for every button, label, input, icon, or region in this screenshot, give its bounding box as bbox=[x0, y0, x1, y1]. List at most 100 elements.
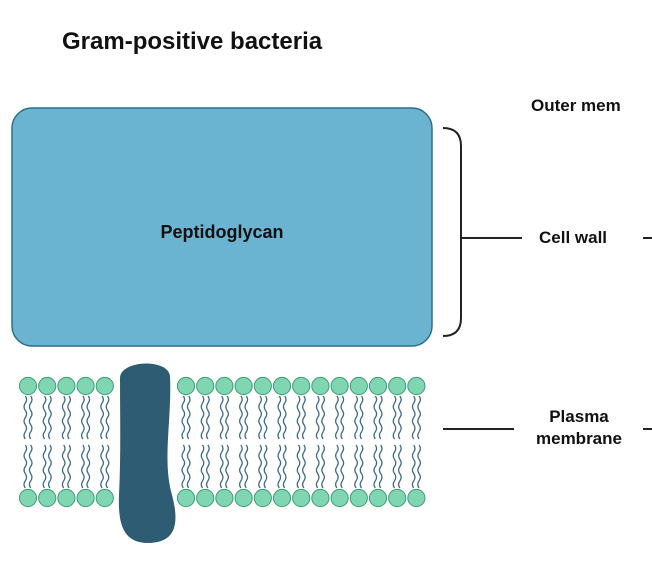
lipid-head bbox=[349, 488, 368, 508]
lipid-tail bbox=[67, 444, 72, 489]
lipid-head bbox=[330, 488, 349, 508]
lipid-head bbox=[95, 488, 114, 508]
lipid-tail bbox=[258, 444, 263, 489]
lipid-tail bbox=[359, 444, 364, 489]
lipid-tail bbox=[340, 395, 345, 440]
lipid-head bbox=[57, 488, 76, 508]
lipid-head bbox=[388, 376, 407, 396]
lipid-head bbox=[253, 488, 272, 508]
lipid-head bbox=[18, 376, 38, 396]
lipid-tail bbox=[238, 444, 243, 489]
lipid-tail bbox=[86, 444, 91, 489]
lipid-tail bbox=[354, 395, 359, 440]
lipid-head bbox=[368, 376, 388, 396]
lipid-tail bbox=[205, 395, 210, 440]
lipid-tail bbox=[238, 395, 243, 440]
lipid-tail bbox=[100, 395, 105, 440]
lipid-tail bbox=[334, 444, 339, 489]
cell-wall-bracket bbox=[442, 127, 462, 337]
lipid-tail bbox=[61, 444, 66, 489]
lipid-tail bbox=[225, 444, 230, 489]
lipid-head bbox=[196, 488, 215, 508]
lipid-tail bbox=[28, 444, 33, 489]
lipid-tail bbox=[244, 395, 249, 440]
lipid-tail bbox=[47, 395, 52, 440]
lipid-tail bbox=[263, 395, 268, 440]
diagram-title: Gram-positive bacteria bbox=[62, 28, 323, 55]
plasma-membrane-label-line1: Plasma bbox=[549, 407, 609, 426]
lipid-tail bbox=[373, 395, 378, 440]
lipid-tail bbox=[47, 444, 52, 489]
lipid-head bbox=[234, 488, 253, 508]
lipid-tail bbox=[378, 395, 383, 440]
lipid-tail bbox=[417, 444, 422, 489]
lipid-tail bbox=[359, 395, 364, 440]
lipid-tail bbox=[105, 395, 110, 440]
lipid-tail bbox=[392, 444, 397, 489]
lipid-tail bbox=[244, 444, 249, 489]
lipid-tail bbox=[315, 395, 320, 440]
lipid-head bbox=[292, 488, 311, 508]
lipid-tail bbox=[334, 395, 339, 440]
lipid-tail bbox=[340, 444, 345, 489]
lipid-tail bbox=[100, 444, 105, 489]
lipid-head bbox=[292, 376, 311, 396]
lipid-head bbox=[407, 488, 426, 508]
lipid-tail bbox=[200, 395, 205, 440]
lipid-tail bbox=[411, 444, 416, 489]
lipid-tail bbox=[42, 444, 47, 489]
lipid-head bbox=[76, 488, 95, 508]
lipid-head bbox=[311, 488, 330, 508]
lipid-tail bbox=[296, 444, 301, 489]
lipid-tail bbox=[301, 395, 306, 440]
lipid-head bbox=[176, 488, 196, 508]
lipid-tail bbox=[411, 395, 416, 440]
lipid-tail bbox=[80, 444, 85, 489]
peptidoglycan-label: Peptidoglycan bbox=[160, 222, 284, 242]
lipid-tail bbox=[321, 444, 326, 489]
membrane-protein bbox=[118, 363, 176, 543]
lipid-tail bbox=[392, 395, 397, 440]
lipid-tail bbox=[23, 395, 28, 440]
lipid-head bbox=[253, 376, 272, 396]
lipid-tail bbox=[397, 395, 402, 440]
lipid-tail bbox=[23, 444, 28, 489]
lipid-head bbox=[196, 376, 215, 396]
lipid-head bbox=[368, 488, 388, 508]
peptidoglycan-layer bbox=[11, 107, 433, 347]
lipid-head bbox=[76, 376, 95, 396]
lipid-tail bbox=[219, 395, 224, 440]
lipid-tail bbox=[296, 395, 301, 440]
lipid-head bbox=[388, 488, 407, 508]
lipid-tail bbox=[42, 395, 47, 440]
lipid-head bbox=[272, 376, 292, 396]
lipid-tail bbox=[263, 444, 268, 489]
lipid-tail bbox=[315, 444, 320, 489]
lipid-head bbox=[176, 376, 196, 396]
lipid-tail bbox=[301, 444, 306, 489]
lipid-head bbox=[215, 376, 234, 396]
lipid-tail bbox=[378, 444, 383, 489]
lipid-tail bbox=[105, 444, 110, 489]
lipid-tail bbox=[282, 395, 287, 440]
lipid-head bbox=[311, 376, 330, 396]
lipid-tail bbox=[219, 444, 224, 489]
lipid-head bbox=[215, 488, 234, 508]
lipid-tail bbox=[186, 444, 191, 489]
lipid-tail bbox=[67, 395, 72, 440]
lipid-tail bbox=[277, 395, 282, 440]
lipid-head bbox=[349, 376, 368, 396]
lipid-tail bbox=[186, 395, 191, 440]
lipid-tail bbox=[181, 395, 186, 440]
lipid-tail bbox=[225, 395, 230, 440]
lipid-head bbox=[234, 376, 253, 396]
cell-wall-label: Cell wall bbox=[539, 228, 608, 247]
outer-membrane-label: Outer mem bbox=[531, 96, 621, 115]
lipid-tail bbox=[258, 395, 263, 440]
lipid-head bbox=[38, 376, 57, 396]
lipid-tail bbox=[321, 395, 326, 440]
plasma-membrane-label-line2: membrane bbox=[536, 429, 622, 448]
lipid-tail bbox=[417, 395, 422, 440]
lipid-tail bbox=[354, 444, 359, 489]
lipid-tail bbox=[181, 444, 186, 489]
